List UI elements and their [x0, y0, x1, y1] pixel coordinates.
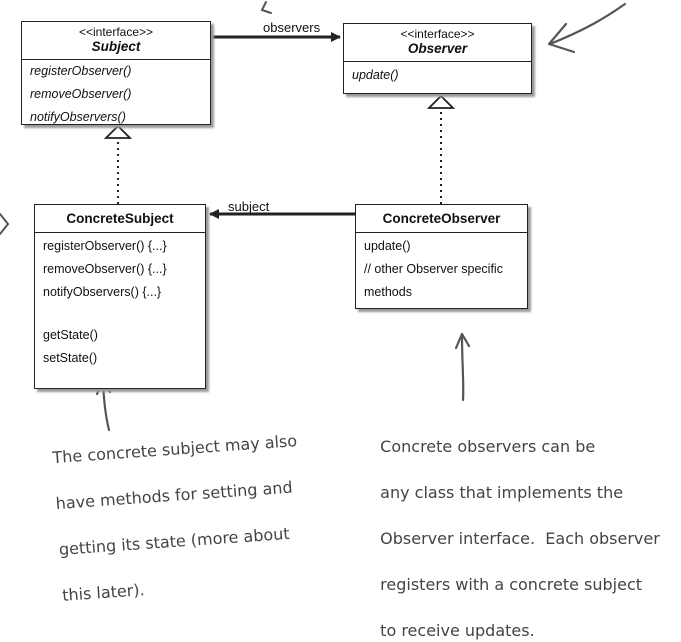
concrete-observer-method: update() [364, 239, 411, 253]
note-line: The concrete subject may also [51, 431, 298, 468]
observer-class-name: Observer [407, 41, 468, 56]
left-edge-pointer-mark [0, 213, 10, 235]
observer-method-list: update() [344, 62, 531, 89]
note-line: Concrete observers can be [380, 437, 596, 456]
observers-association-label: observers [263, 20, 321, 35]
concrete-subject-class-header: ConcreteSubject [35, 205, 205, 233]
note-line: registers with a concrete subject [380, 575, 643, 594]
concrete-subject-state-method: getState() [43, 328, 98, 342]
note-line: have methods for setting and [55, 477, 294, 514]
concrete-subject-state-method: setState() [43, 351, 98, 365]
diagram-lines [0, 1, 627, 432]
subject-class-name: Subject [91, 39, 141, 54]
subject-class-box[interactable]: <<interface>> Subject registerObserver()… [21, 21, 211, 125]
concrete-subject-class-name: ConcreteSubject [66, 211, 174, 226]
subject-class-header: <<interface>> Subject [22, 22, 210, 60]
concrete-observer-class-box[interactable]: ConcreteObserver update() // other Obser… [355, 204, 528, 309]
note-pointer-concrete-observer [460, 333, 465, 402]
subject-method-list: registerObserver() removeObserver() noti… [22, 60, 210, 131]
concrete-subject-method: registerObserver() {...} [43, 239, 167, 253]
concrete-observer-class-header: ConcreteObserver [356, 205, 527, 233]
concrete-subject-note: The concrete subject may also have metho… [40, 406, 307, 607]
note-line: this later). [61, 580, 146, 605]
subject-method: notifyObservers() [30, 110, 126, 124]
observer-class-box[interactable]: <<interface>> Observer update() [343, 23, 532, 94]
concrete-observer-method: // other Observer specific [364, 262, 503, 276]
note-pointer-concrete-observer-head [454, 332, 471, 350]
concrete-observer-method-list: update() // other Observer specific meth… [356, 233, 527, 306]
concrete-observer-note: Concrete observers can be any class that… [370, 412, 660, 642]
observer-method: update() [352, 68, 399, 82]
top-right-pointer-arrow [547, 2, 627, 54]
top-pointer-mark [260, 1, 272, 14]
concrete-observer-class-name: ConcreteObserver [382, 211, 501, 226]
observer-stereotype: <<interface>> [400, 27, 475, 41]
subject-association-label: subject [228, 199, 270, 214]
subject-realization-triangle [103, 124, 133, 139]
observer-class-header: <<interface>> Observer [344, 24, 531, 62]
concrete-observer-method: methods [364, 285, 412, 299]
note-line: to receive updates. [380, 621, 535, 640]
note-line: Observer interface. Each observer [380, 529, 660, 548]
concrete-subject-class-box[interactable]: ConcreteSubject registerObserver() {...}… [34, 204, 206, 389]
method-spacer [43, 304, 197, 324]
concrete-subject-method: removeObserver() {...} [43, 262, 167, 276]
subject-method: registerObserver() [30, 64, 132, 78]
subject-stereotype: <<interface>> [78, 25, 154, 39]
note-line: getting its state (more about [58, 523, 291, 559]
note-line: any class that implements the [380, 483, 624, 502]
subject-method: removeObserver() [30, 87, 132, 101]
observer-realization-triangle [426, 94, 456, 109]
concrete-subject-method: notifyObservers() {...} [43, 285, 162, 299]
concrete-subject-method-list: registerObserver() {...} removeObserver(… [35, 233, 205, 372]
